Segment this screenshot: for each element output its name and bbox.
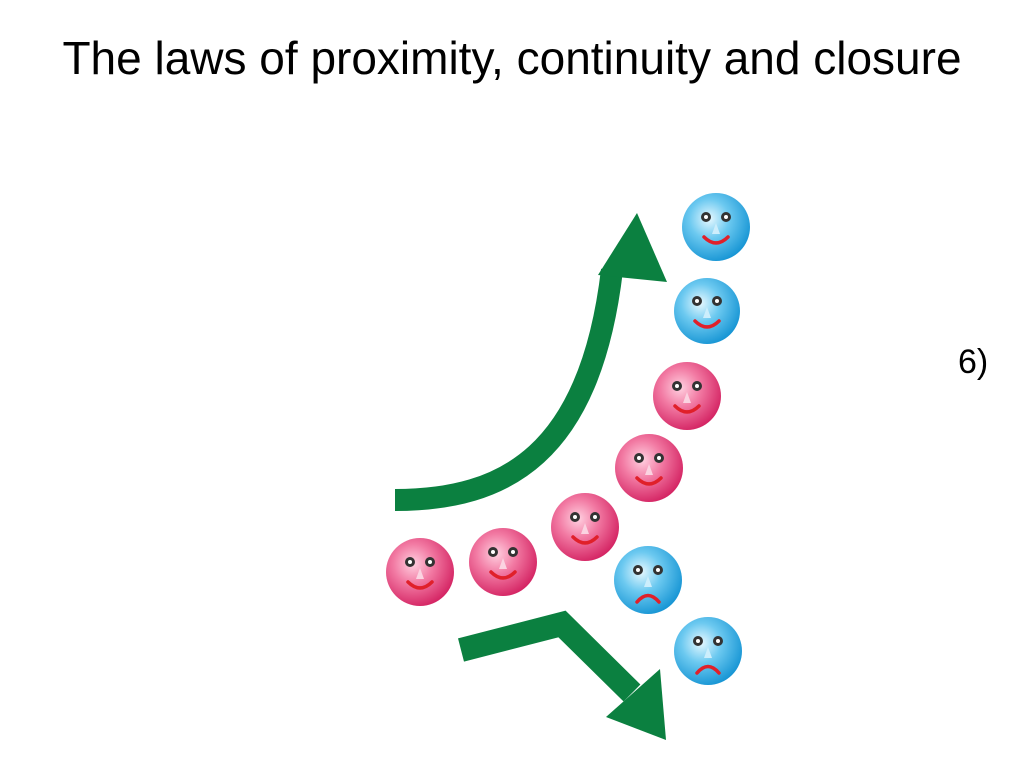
upward-curved-arrow <box>394 213 667 511</box>
face-happy-blue <box>674 278 740 344</box>
face-happy-pink <box>551 493 619 561</box>
face-happy-pink <box>653 362 721 430</box>
face-happy-blue <box>682 193 750 261</box>
face-happy-pink <box>615 434 683 502</box>
downward-bent-arrow <box>458 610 666 740</box>
slide-number: 6) <box>958 343 989 381</box>
face-happy-pink <box>469 528 537 596</box>
face-sad-blue <box>674 617 742 685</box>
slide-title: The laws of proximity, continuity and cl… <box>62 32 962 84</box>
face-happy-pink <box>386 538 454 606</box>
face-sad-blue <box>614 546 682 614</box>
